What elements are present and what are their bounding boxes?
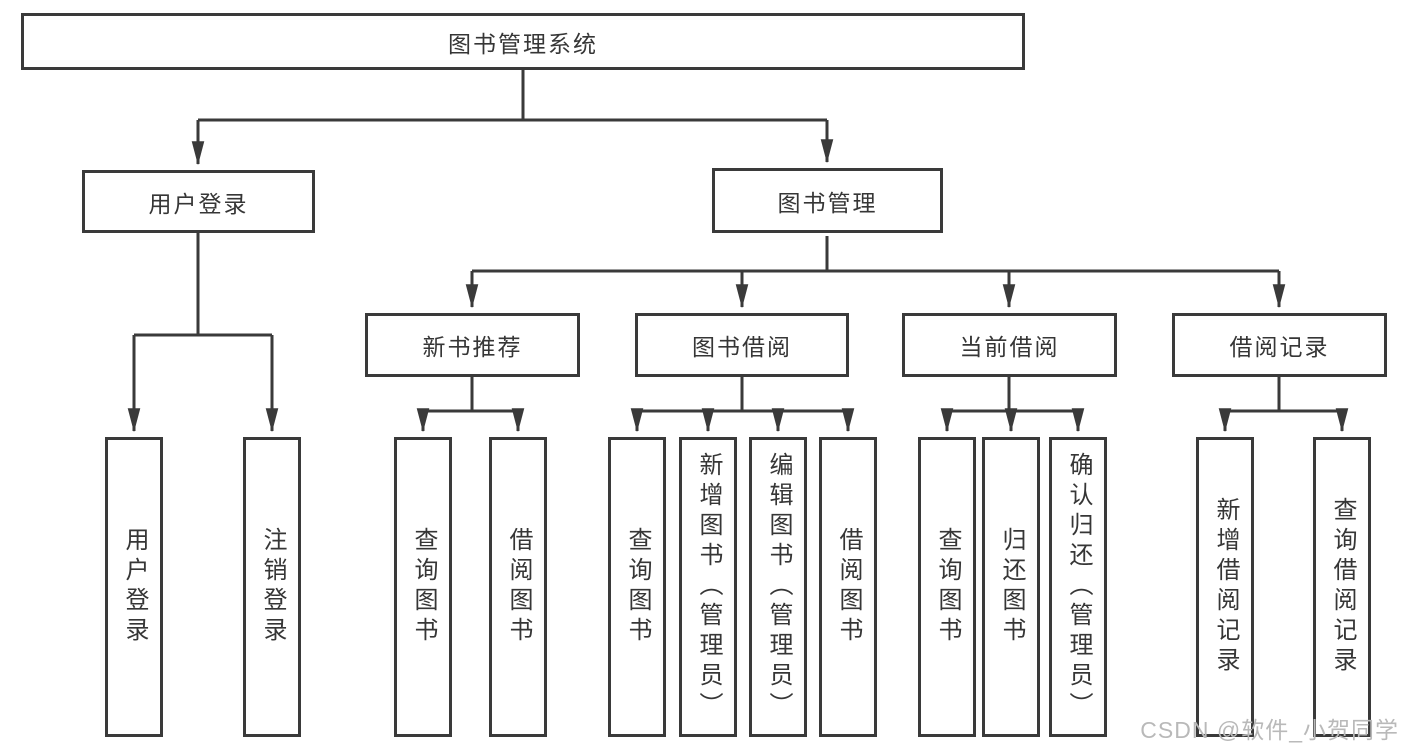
leaf-current-return-books: 归还图书 (982, 437, 1040, 737)
leaf-recommend-borrow-books: 借阅图书 (489, 437, 547, 737)
leaf-current-query-books: 查询图书 (918, 437, 976, 737)
node-label: 归还图书 (998, 527, 1025, 647)
node-new-book-recommend: 新书推荐 (365, 313, 580, 377)
node-label: 当前借阅 (959, 334, 1060, 360)
node-book-management: 图书管理 (712, 168, 943, 233)
node-book-borrowing: 图书借阅 (635, 313, 849, 377)
node-label: 确认归还（管理员） (1065, 452, 1092, 722)
leaf-logout: 注销登录 (243, 437, 301, 737)
leaf-recommend-query-books: 查询图书 (394, 437, 452, 737)
csdn-watermark: CSDN @软件_小贺同学 (1140, 717, 1399, 743)
node-label: 新书推荐 (422, 334, 523, 360)
node-root-system: 图书管理系统 (21, 13, 1025, 70)
node-label: 新增图书（管理员） (695, 452, 722, 722)
node-label: 查询借阅记录 (1329, 497, 1356, 677)
node-label: 借阅图书 (505, 527, 532, 647)
leaf-records-add-record: 新增借阅记录 (1196, 437, 1254, 737)
node-label: 用户登录 (148, 190, 249, 217)
node-label: 图书借阅 (692, 334, 792, 360)
node-label: 查询图书 (410, 527, 437, 647)
leaf-user-login: 用户登录 (105, 437, 163, 737)
node-label: 图书管理系统 (448, 30, 598, 57)
leaf-records-query-record: 查询借阅记录 (1313, 437, 1371, 737)
leaf-borrowing-borrow-books: 借阅图书 (819, 437, 877, 737)
node-label: 查询图书 (624, 527, 651, 647)
node-label: 借阅记录 (1229, 334, 1330, 360)
node-label: 图书管理 (777, 189, 878, 216)
leaf-borrowing-edit-books-admin: 编辑图书（管理员） (749, 437, 807, 737)
leaf-borrowing-query-books: 查询图书 (608, 437, 666, 737)
node-user-login-group: 用户登录 (82, 170, 315, 233)
node-label: 编辑图书（管理员） (765, 452, 792, 722)
node-label: 借阅图书 (835, 527, 862, 647)
node-current-borrowing: 当前借阅 (902, 313, 1117, 377)
leaf-borrowing-add-books-admin: 新增图书（管理员） (679, 437, 737, 737)
node-label: 查询图书 (934, 527, 961, 647)
node-label: 新增借阅记录 (1212, 497, 1239, 677)
node-borrowing-records: 借阅记录 (1172, 313, 1387, 377)
node-label: 用户登录 (121, 527, 148, 647)
leaf-current-confirm-return-admin: 确认归还（管理员） (1049, 437, 1107, 737)
node-label: 注销登录 (259, 527, 286, 647)
